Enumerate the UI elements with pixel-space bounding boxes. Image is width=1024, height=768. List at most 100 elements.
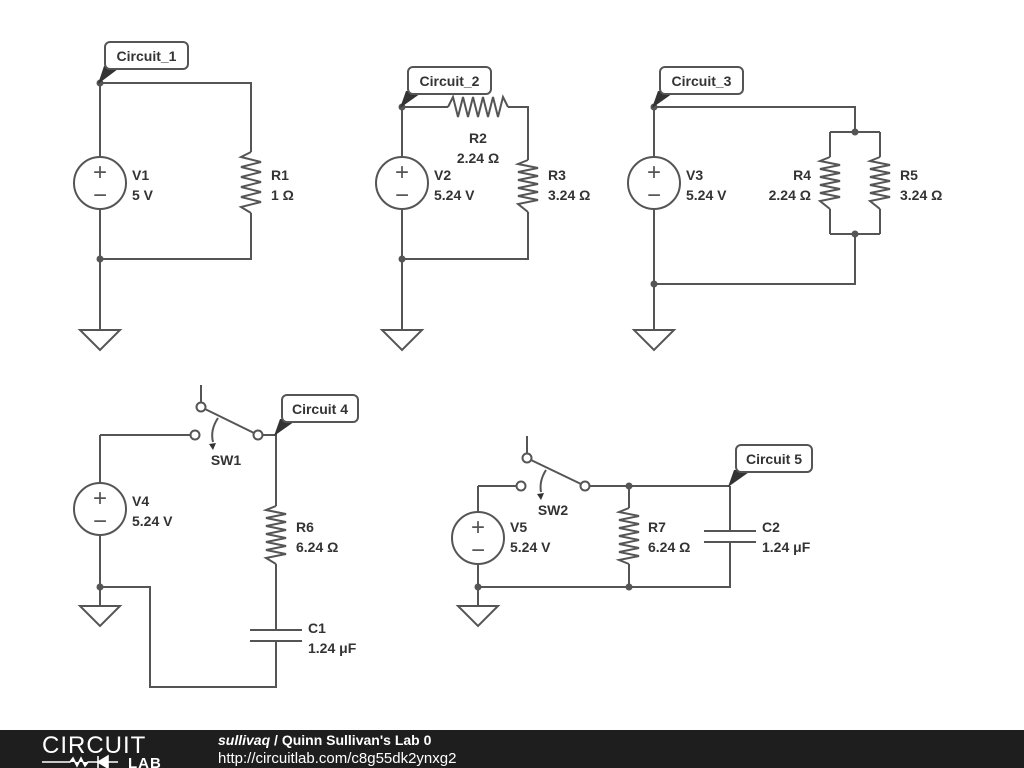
- r6-ref-label: R6: [296, 519, 314, 535]
- logo-lab-text: LAB: [128, 755, 162, 768]
- junction-dot: [650, 280, 658, 288]
- v3-value-label: 5.24 V: [686, 187, 727, 203]
- capacitor-c2[interactable]: [704, 530, 756, 543]
- voltage-source-icon: [73, 482, 127, 536]
- r5-value-label: 3.24 Ω: [900, 187, 942, 203]
- footer-username-link[interactable]: sullivaq: [218, 732, 271, 748]
- resistor-r1[interactable]: [238, 151, 262, 214]
- tag-label: Circuit_1: [117, 48, 177, 64]
- switch-pivot: [521, 452, 533, 464]
- junction-dot: [625, 482, 633, 490]
- plus-sign: +: [395, 159, 409, 186]
- junction-dot: [96, 79, 104, 87]
- switch-sw1[interactable]: [189, 385, 264, 450]
- tag-box: [735, 444, 813, 473]
- resistor-r7[interactable]: [615, 507, 640, 565]
- c2-ref-label: C2: [762, 519, 780, 535]
- junction-dot: [474, 583, 482, 591]
- ground-icon: [455, 605, 501, 628]
- r4-ref-label: R4: [793, 167, 811, 183]
- wire: [478, 542, 731, 588]
- switch-contact: [189, 429, 201, 441]
- v2-ref-label: V2: [434, 167, 451, 183]
- circuit-5: SW2 + − V5 5.24 V R7 6.24 Ω C2 1.24 μF C…: [451, 436, 813, 628]
- tag-box: [104, 41, 189, 70]
- resistor-r6[interactable]: [262, 505, 287, 565]
- v5-ref-label: V5: [510, 519, 527, 535]
- r2-value-label: 2.24 Ω: [457, 150, 499, 166]
- r3-value-label: 3.24 Ω: [548, 187, 590, 203]
- wire: [654, 106, 856, 132]
- minus-sign: −: [93, 508, 107, 535]
- v4-value-label: 5.24 V: [132, 513, 173, 529]
- net-tag-circuit-2[interactable]: Circuit_2: [400, 66, 492, 108]
- voltage-source-icon: [627, 156, 681, 210]
- voltage-source-icon: [375, 156, 429, 210]
- r3-ref-label: R3: [548, 167, 566, 183]
- v1-value-label: 5 V: [132, 187, 154, 203]
- resistor-r3[interactable]: [514, 159, 539, 213]
- logo-circuit-icon: [42, 754, 118, 768]
- voltage-source-icon: [451, 511, 505, 565]
- v3-ref-label: V3: [686, 167, 703, 183]
- net-tag-circuit-3[interactable]: Circuit_3: [652, 66, 744, 108]
- tag-pointer: [400, 91, 424, 108]
- plus-sign: +: [93, 485, 107, 512]
- switch-blade: [204, 408, 255, 434]
- r1-value-label: 1 Ω: [271, 187, 294, 203]
- c1-ref-label: C1: [308, 620, 326, 636]
- r7-value-label: 6.24 Ω: [648, 539, 690, 555]
- voltage-source-v5[interactable]: + −: [451, 511, 505, 565]
- r5-ref-label: R5: [900, 167, 918, 183]
- minus-sign: −: [93, 182, 107, 209]
- v5-value-label: 5.24 V: [510, 539, 551, 555]
- minus-sign: −: [647, 182, 661, 209]
- v2-value-label: 5.24 V: [434, 187, 475, 203]
- ground-icon: [379, 329, 425, 352]
- r7-ref-label: R7: [648, 519, 666, 535]
- logo-circuit-text: CIRCUIT: [42, 732, 146, 759]
- voltage-source-v2[interactable]: + −: [375, 156, 429, 210]
- resistor-r5[interactable]: [866, 156, 891, 210]
- resistor-r4[interactable]: [816, 156, 841, 210]
- junction-dot: [398, 255, 406, 263]
- circuit-1: + − V1 5 V R1 1 Ω Circuit_1: [73, 41, 294, 352]
- switch-blade: [530, 459, 582, 485]
- voltage-source-v3[interactable]: + −: [627, 156, 681, 210]
- footer-url-link[interactable]: http://circuitlab.com/c8g55dk2ynxg2: [218, 750, 457, 767]
- junction-dot: [851, 128, 859, 136]
- junction-dot: [851, 230, 859, 238]
- wire: [402, 212, 529, 260]
- footer-credit: sullivaq / Quinn Sullivan's Lab 0: [218, 732, 431, 748]
- tag-pointer: [274, 419, 298, 436]
- minus-sign: −: [395, 182, 409, 209]
- circuitlab-logo[interactable]: CIRCUIT LAB: [40, 732, 180, 768]
- voltage-source-v4[interactable]: + −: [73, 482, 127, 536]
- switch-arrow-icon: [537, 493, 544, 500]
- r6-value-label: 6.24 Ω: [296, 539, 338, 555]
- v4-ref-label: V4: [132, 493, 149, 509]
- circuit-2: R2 2.24 Ω + − V2 5.24 V R3 3.24 Ω Circui…: [375, 66, 590, 352]
- ground-icon: [631, 329, 677, 352]
- minus-sign: −: [471, 537, 485, 564]
- wire: [262, 434, 277, 506]
- plus-sign: +: [471, 514, 485, 541]
- capacitor-c1[interactable]: [250, 629, 302, 642]
- voltage-source-icon: [73, 156, 127, 210]
- junction-dot: [96, 255, 104, 263]
- plus-sign: +: [647, 159, 661, 186]
- tag-box: [407, 66, 492, 95]
- circuit-3: + − V3 5.24 V R4 2.24 Ω R5 3.24 Ω Circui…: [627, 66, 942, 352]
- net-tag-circuit-5[interactable]: Circuit 5: [728, 444, 813, 487]
- switch-contact: [252, 429, 264, 441]
- tag-box: [281, 394, 359, 423]
- net-tag-circuit-1[interactable]: Circuit_1: [98, 41, 189, 84]
- r2-ref-label: R2: [469, 130, 487, 146]
- switch-sw2[interactable]: [515, 436, 591, 500]
- r4-value-label: 2.24 Ω: [769, 187, 811, 203]
- c1-value-label: 1.24 μF: [308, 640, 357, 656]
- net-tag-circuit-4[interactable]: Circuit 4: [274, 394, 359, 436]
- voltage-source-v1[interactable]: + −: [73, 156, 127, 210]
- resistor-r2[interactable]: [447, 94, 509, 118]
